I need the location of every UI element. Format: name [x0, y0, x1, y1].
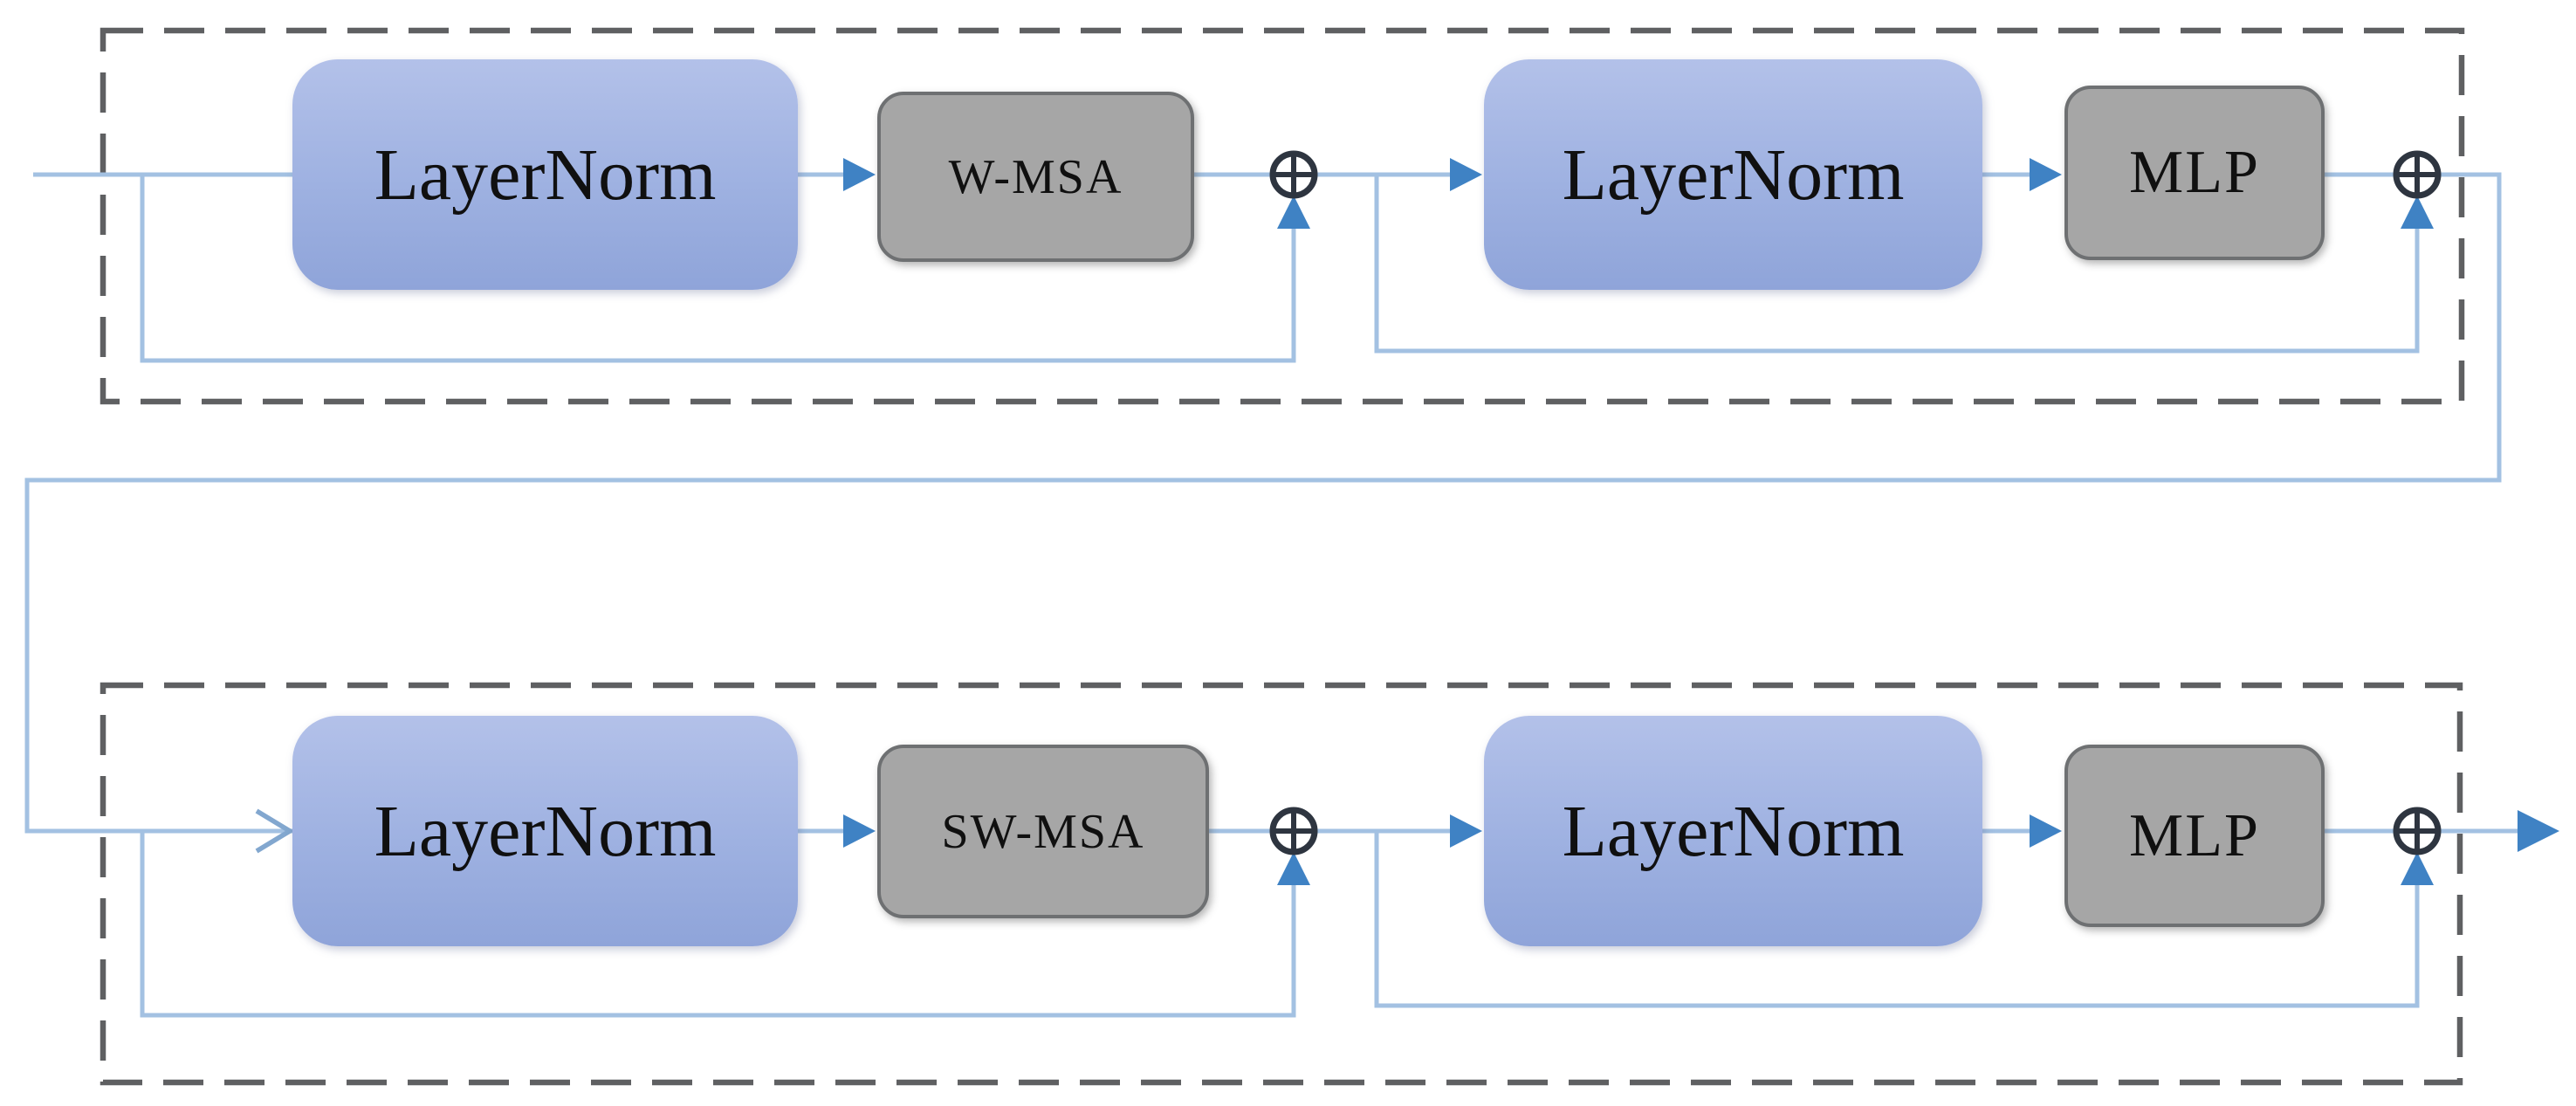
block-1-to-block-2-connector-line — [24, 172, 2502, 834]
arrowhead-up-icon — [1277, 852, 1310, 885]
block-1-layernorm-b: LayerNorm — [1484, 59, 1982, 290]
add-operator-icon — [1269, 150, 1318, 199]
add-operator-icon — [2393, 150, 2442, 199]
block-1-attn-residual-line — [140, 175, 1296, 363]
block-2-attn-residual-line — [140, 831, 1296, 1018]
add-operator-icon — [1269, 807, 1318, 855]
arrowhead-up-icon — [2401, 196, 2434, 229]
arrowhead-icon — [1450, 814, 1482, 848]
block-2-layernorm-b: LayerNorm — [1484, 716, 1982, 946]
block-1-attention-wmsa: W-MSA — [877, 92, 1194, 262]
arrowhead-icon — [2030, 814, 2062, 848]
arrowhead-icon — [2518, 810, 2559, 852]
block-2-mlp: MLP — [2064, 745, 2325, 927]
block-1-mlp-residual-line — [1374, 175, 2420, 354]
arrowhead-icon — [843, 814, 876, 848]
arrowhead-up-icon — [1277, 196, 1310, 229]
block-2-layernorm-a: LayerNorm — [292, 716, 798, 946]
block-2-dashed-outline — [100, 682, 2463, 1086]
chevron-right-icon — [255, 808, 295, 854]
arrowhead-icon — [2030, 158, 2062, 191]
block-2-attention-swmsa: SW-MSA — [877, 745, 1209, 918]
block-2-mlp-residual-line — [1374, 831, 2420, 1008]
arrowhead-icon — [1450, 158, 1482, 191]
arrowhead-icon — [843, 158, 876, 191]
block-1-dashed-outline — [100, 27, 2465, 405]
arrowhead-up-icon — [2401, 852, 2434, 885]
add-operator-icon — [2393, 807, 2442, 855]
block-1-mlp: MLP — [2064, 86, 2325, 260]
block-1-layernorm-a: LayerNorm — [292, 59, 798, 290]
